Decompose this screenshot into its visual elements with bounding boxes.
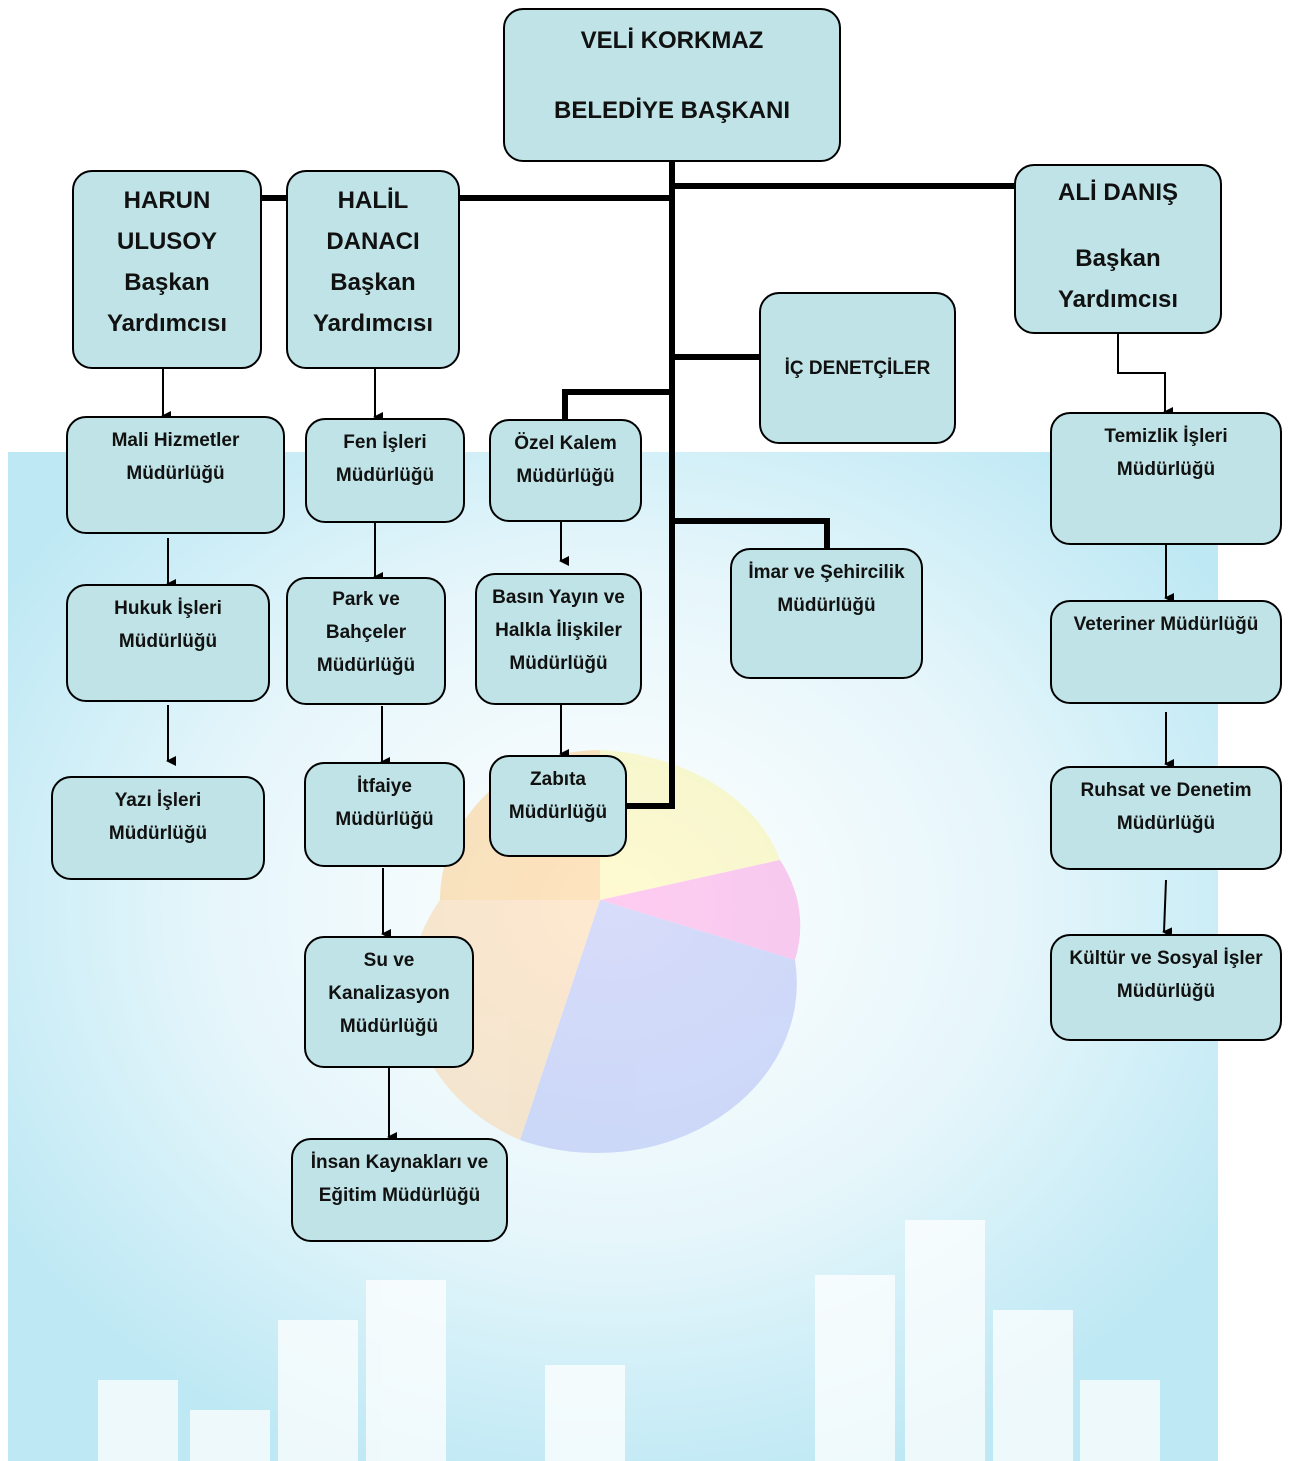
dept-label-line: Park ve	[332, 589, 400, 610]
dept-label-line: Temizlik İşleri	[1104, 426, 1228, 447]
dept-box-zabita: Zabıta Müdürlüğü	[489, 755, 627, 857]
deputy-title-line2: Yardımcısı	[1057, 286, 1179, 313]
dept-box-yazi-isleri: Yazı İşleri Müdürlüğü	[51, 776, 265, 880]
dept-box-imar-sehircilik: İmar ve Şehircilik Müdürlüğü	[730, 548, 923, 679]
dept-label-line: Kültür ve Sosyal İşler	[1069, 948, 1263, 969]
mayor-name: VELİ KORKMAZ	[580, 27, 764, 54]
deputy-name: ALİ DANIŞ	[1058, 179, 1178, 206]
deputy-name-line2: ULUSOY	[116, 228, 217, 255]
dept-label-line: Müdürlüğü	[516, 466, 615, 487]
deputy-title-line1: Başkan	[1075, 245, 1161, 272]
dept-box-hukuk-isleri: Hukuk İşleri Müdürlüğü	[66, 584, 270, 702]
deputy-name-line1: HARUN	[123, 187, 211, 214]
dept-box-su-kanalizasyon: Su ve Kanalizasyon Müdürlüğü	[304, 936, 474, 1068]
deputy-name-line1: HALİL	[337, 187, 409, 214]
dept-label-line: Veteriner Müdürlüğü	[1073, 614, 1259, 635]
deputy-box-harun-ulusoy: HARUN ULUSOY Başkan Yardımcısı	[72, 170, 262, 369]
bar-chart-watermark	[98, 1220, 1160, 1461]
dept-box-itfaiye: İtfaiye Müdürlüğü	[304, 762, 465, 867]
dept-label-line: Yazı İşleri	[114, 790, 202, 811]
dept-box-mali-hizmetler: Mali Hizmetler Müdürlüğü	[66, 416, 285, 534]
deputy-title-line1: Başkan	[124, 269, 210, 296]
dept-label-line: Müdürlüğü	[316, 655, 416, 676]
dept-label-line: İtfaiye	[357, 776, 412, 797]
dept-box-fen-isleri: Fen İşleri Müdürlüğü	[305, 418, 465, 523]
internal-audit-box: İÇ DENETÇİLER	[759, 292, 956, 444]
dept-label-line: Mali Hizmetler	[111, 430, 240, 451]
dept-box-basin-yayin: Basın Yayın ve Halkla İlişkiler Müdürlüğ…	[475, 573, 642, 705]
deputy-box-halil-danaci: HALİL DANACI Başkan Yardımcısı	[286, 170, 460, 369]
dept-label-line: Müdürlüğü	[339, 1016, 439, 1037]
deputy-title-line2: Yardımcısı	[106, 310, 228, 337]
dept-label-line: Kanalizasyon	[328, 983, 450, 1004]
dept-box-veteriner: Veteriner Müdürlüğü	[1050, 600, 1282, 704]
dept-label-line: Müdürlüğü	[1116, 981, 1216, 1002]
dept-label-line: Müdürlüğü	[509, 653, 608, 674]
dept-label-line: Müdürlüğü	[126, 463, 225, 484]
dept-box-temizlik-isleri: Temizlik İşleri Müdürlüğü	[1050, 412, 1282, 545]
dept-label-line: Su ve	[363, 950, 415, 971]
deputy-title-line2: Yardımcısı	[312, 310, 434, 337]
mayor-title: BELEDİYE BAŞKANI	[553, 97, 791, 124]
dept-label-line: Müdürlüğü	[335, 465, 435, 486]
dept-label-line: İmar ve Şehircilik	[748, 562, 905, 583]
dept-label-line: Zabıta	[530, 769, 586, 790]
dept-label-line: Müdürlüğü	[508, 802, 608, 823]
dept-label-line: Müdürlüğü	[1116, 813, 1216, 834]
dept-box-ruhsat-denetim: Ruhsat ve Denetim Müdürlüğü	[1050, 766, 1282, 870]
dept-label-line: Müdürlüğü	[335, 809, 434, 830]
dept-box-insan-kaynaklari: İnsan Kaynakları ve Eğitim Müdürlüğü	[291, 1138, 508, 1242]
dept-label-line: Özel Kalem	[514, 433, 617, 454]
dept-label-line: Bahçeler	[325, 622, 407, 643]
dept-label-line: Eğitim Müdürlüğü	[318, 1185, 481, 1206]
mayor-box: VELİ KORKMAZ BELEDİYE BAŞKANI	[503, 8, 841, 162]
dept-label-line: Ruhsat ve Denetim	[1080, 780, 1252, 801]
dept-box-ozel-kalem: Özel Kalem Müdürlüğü	[489, 419, 642, 522]
dept-label-line: Fen İşleri	[343, 432, 427, 453]
dept-box-kultur-sosyal: Kültür ve Sosyal İşler Müdürlüğü	[1050, 934, 1282, 1041]
dept-label-line: Hukuk İşleri	[114, 598, 222, 619]
internal-audit-label: İÇ DENETÇİLER	[784, 357, 931, 379]
deputy-box-ali-danis: ALİ DANIŞ Başkan Yardımcısı	[1014, 164, 1222, 334]
dept-label-line: Müdürlüğü	[777, 595, 876, 616]
dept-label-line: Müdürlüğü	[1116, 459, 1216, 480]
dept-label-line: Basın Yayın ve	[492, 587, 625, 608]
dept-box-park-bahceler: Park ve Bahçeler Müdürlüğü	[286, 577, 446, 705]
dept-label-line: Müdürlüğü	[118, 631, 218, 652]
dept-label-line: İnsan Kaynakları ve	[310, 1152, 489, 1173]
deputy-name-line2: DANACI	[326, 228, 420, 255]
dept-label-line: Halkla İlişkiler	[495, 620, 622, 641]
dept-label-line: Müdürlüğü	[108, 823, 208, 844]
deputy-title-line1: Başkan	[330, 269, 416, 296]
